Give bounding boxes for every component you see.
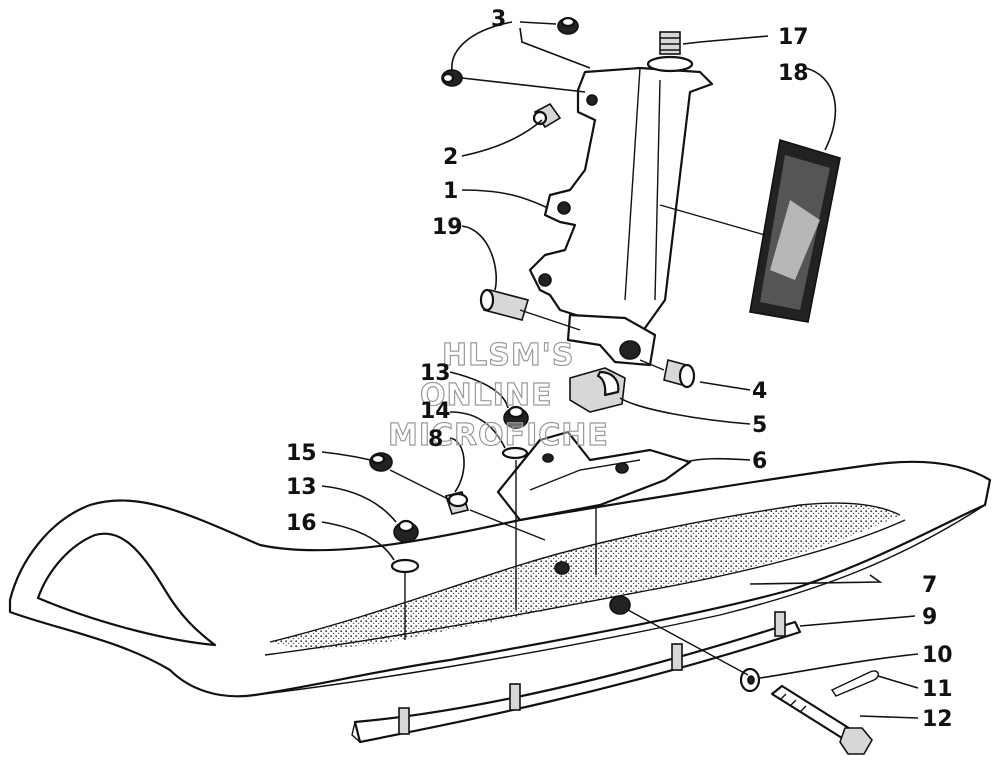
part-label-18: 18	[778, 61, 809, 86]
watermark: HLSM'S ONLINE MICROFICHE	[387, 337, 609, 453]
bushing	[444, 491, 470, 515]
ski-bolt-hole	[609, 595, 631, 615]
ski-channel	[270, 503, 900, 649]
svg-text:ONLINE: ONLINE	[420, 378, 553, 413]
ski	[8, 460, 992, 698]
bushing	[479, 288, 530, 321]
leader-lines	[321, 21, 919, 719]
ski-tip-opening	[36, 532, 217, 647]
nut	[441, 69, 463, 87]
part-label-6: 6	[752, 449, 767, 474]
wear-bar-stud	[398, 707, 410, 735]
bushing	[663, 359, 696, 389]
wear-bar-stud	[509, 683, 521, 711]
part-label-8: 8	[428, 427, 443, 452]
grease-zerk	[532, 102, 562, 129]
nut	[557, 16, 579, 35]
grease-fitting	[646, 31, 694, 73]
part-label-15: 15	[286, 441, 317, 466]
decal	[749, 138, 841, 323]
part-label-14: 14	[420, 399, 451, 424]
ski-mount-hole	[554, 561, 570, 575]
wear-bar-stud	[671, 643, 683, 671]
part-label-9: 9	[922, 605, 937, 630]
wear-bar	[351, 611, 802, 744]
part-label-13-upper: 13	[420, 361, 451, 386]
spindle-hole	[586, 94, 598, 106]
part-label-7: 7	[922, 573, 937, 598]
part-label-16: 16	[286, 511, 317, 536]
part-label-11: 11	[922, 677, 953, 702]
assembly-axes	[389, 204, 766, 676]
washer	[390, 558, 420, 574]
lock-nut	[393, 519, 419, 543]
spindle-hole	[557, 201, 571, 215]
spindle	[528, 66, 714, 367]
spindle-hole	[538, 273, 552, 287]
part-label-2: 2	[443, 145, 458, 170]
svg-text:MICROFICHE: MICROFICHE	[388, 418, 609, 453]
washer	[501, 446, 529, 460]
ski-saddle	[496, 430, 692, 522]
washer	[739, 667, 761, 693]
stopper-block	[569, 367, 626, 413]
part-label-19: 19	[432, 215, 463, 240]
svg-text:HLSM'S: HLSM'S	[442, 338, 574, 373]
part-label-12: 12	[922, 707, 953, 732]
wear-bar-stud	[774, 611, 786, 637]
bolt	[770, 684, 873, 755]
part-label-4: 4	[752, 379, 767, 404]
part-label-5: 5	[752, 413, 767, 438]
lock-nut	[503, 405, 529, 429]
cotter-pin	[830, 670, 880, 697]
part-label-17: 17	[778, 25, 809, 50]
part-label-13-lower: 13	[286, 475, 317, 500]
part-label-1: 1	[443, 179, 458, 204]
part-label-3: 3	[491, 7, 506, 32]
part-label-10: 10	[922, 643, 953, 668]
lock-nut	[369, 452, 393, 472]
part-labels: 3 17 18 2 1 19 4 5 6 13 14 8 15 13 16 7 …	[286, 7, 953, 732]
